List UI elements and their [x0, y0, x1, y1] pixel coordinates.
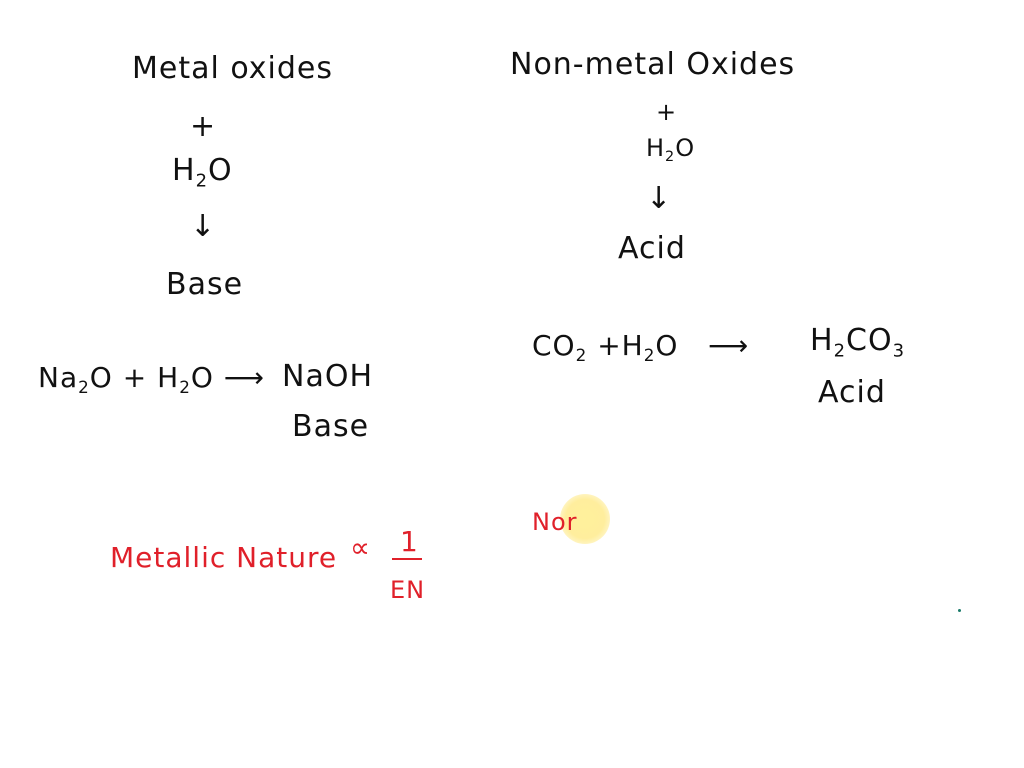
metallic-nature-text: Metallic Nature [110, 541, 338, 574]
right-example-plus: + [597, 329, 622, 362]
left-example-plus: + [122, 361, 148, 394]
right-water-sub: 2 [665, 149, 676, 166]
left-example-equation: Na2O + H2O ⟶ [38, 364, 265, 396]
naoh-product: NaOH [282, 359, 373, 394]
right-example-water: H2O [621, 329, 679, 365]
right-water-o: O [675, 134, 696, 162]
right-water-formula: H2O [646, 136, 695, 164]
non-metal-oxides-heading: Non-metal Oxides [510, 47, 796, 82]
partial-note-text: Nor [532, 508, 578, 536]
fraction-denominator: EN [390, 576, 426, 604]
h2co3-acid-label: Acid [818, 375, 886, 410]
left-water-o: O [208, 153, 233, 188]
co2-formula: CO2 [532, 329, 588, 365]
stray-dot [958, 609, 961, 612]
right-water-h: H [646, 134, 666, 162]
left-example-arrow: ⟶ [223, 361, 265, 394]
right-example-equation: CO2 +H2O ⟶ [532, 332, 749, 364]
left-water-formula: H2O [172, 156, 233, 190]
left-example-water: H2O [157, 361, 214, 397]
naoh-base-label: Base [292, 409, 370, 444]
right-down-arrow: ↓ [646, 181, 673, 216]
left-plus-sign: + [190, 109, 217, 144]
left-water-h: H [172, 153, 196, 188]
metal-oxides-heading: Metal oxides [132, 51, 334, 86]
cursor-highlight [560, 494, 610, 544]
fraction-numerator: 1 [400, 525, 419, 558]
left-water-sub: 2 [195, 170, 209, 192]
na2o-formula: Na2O [38, 361, 113, 397]
fraction-bar [392, 558, 422, 560]
right-plus-sign: + [656, 98, 678, 126]
h2co3-product: H2CO3 [810, 323, 906, 362]
left-result-base: Base [166, 267, 244, 302]
proportional-symbol: ∝ [350, 531, 372, 564]
right-example-arrow: ⟶ [708, 329, 750, 362]
right-result-acid: Acid [618, 231, 686, 266]
left-down-arrow: ↓ [190, 209, 217, 244]
